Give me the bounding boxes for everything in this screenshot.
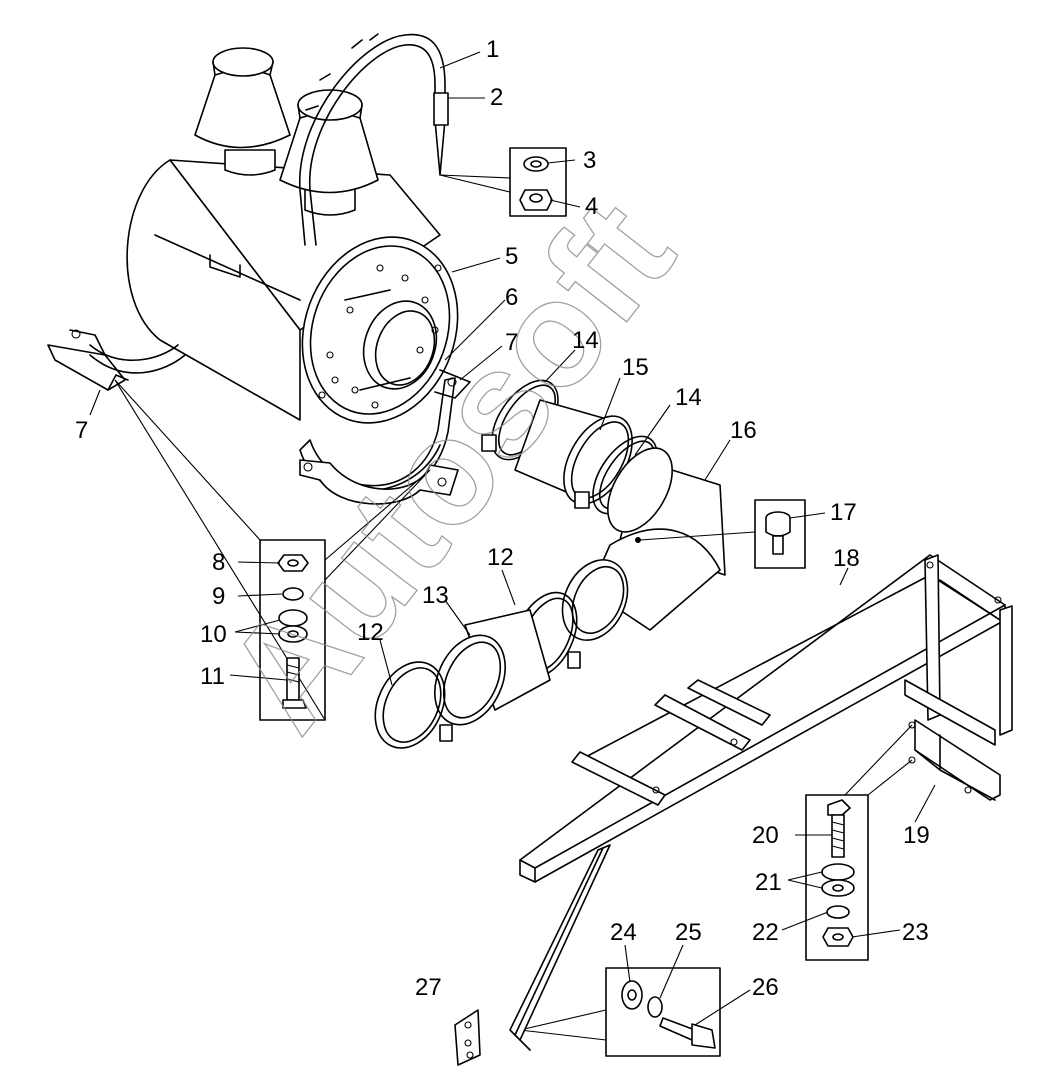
callout-7b: 7: [75, 417, 88, 444]
callout-6: 6: [505, 284, 518, 311]
callout-13: 13: [422, 582, 449, 609]
callout-4: 4: [585, 193, 598, 220]
pre-cleaner-cap-front: [279, 89, 379, 216]
callout-17: 17: [830, 499, 857, 526]
callout-19: 19: [903, 822, 930, 849]
callout-18: 18: [833, 545, 860, 572]
callout-1: 1: [486, 36, 499, 63]
callout-16: 16: [730, 417, 757, 444]
callout-24: 24: [610, 919, 637, 946]
lower-strap-bracket: [47, 329, 186, 391]
callout-25: 25: [675, 919, 702, 946]
support-frame-18: [509, 554, 1013, 1051]
hose-13: [434, 609, 551, 726]
callout-20: 20: [752, 822, 779, 849]
callout-23: 23: [902, 919, 929, 946]
callout-9: 9: [212, 583, 225, 610]
support-bracket-19: [904, 679, 1001, 801]
pre-cleaner-cap-rear: [194, 47, 291, 176]
callout-12b: 12: [357, 619, 384, 646]
callout-14b: 14: [675, 384, 702, 411]
hardware-box-17: [639, 499, 806, 569]
callout-11: 11: [200, 663, 225, 690]
callout-27: 27: [415, 974, 442, 1001]
callout-numbers: 1 2 3 4 5 6 7 7 8 9 10 11 12 12 13 14 14…: [75, 36, 930, 1001]
housing-bolt-holes: [318, 264, 442, 409]
callout-26: 26: [752, 974, 779, 1001]
callout-8: 8: [212, 549, 225, 576]
lower-cradle-bracket: [299, 369, 471, 505]
hardware-box-8-11: [114, 379, 431, 721]
hardware-box-24-26: [519, 967, 721, 1057]
callout-12a: 12: [487, 544, 514, 571]
elbow-pipe-16: [561, 447, 726, 641]
leader-lines: [89, 51, 936, 1026]
callout-5: 5: [505, 243, 518, 270]
hardware-box-3-4: [439, 147, 567, 217]
clamp-12-lower: [374, 661, 453, 749]
callout-10: 10: [200, 621, 227, 648]
mounting-strap: [299, 33, 449, 246]
hardware-box-20-23: [805, 724, 913, 961]
callout-3: 3: [583, 147, 596, 174]
callout-22: 22: [752, 919, 779, 946]
callout-21: 21: [755, 869, 782, 896]
plate-27: [454, 1009, 481, 1066]
callout-2: 2: [490, 84, 503, 111]
callout-15: 15: [622, 354, 649, 381]
callout-7a: 7: [505, 329, 518, 356]
callout-14a: 14: [572, 327, 599, 354]
